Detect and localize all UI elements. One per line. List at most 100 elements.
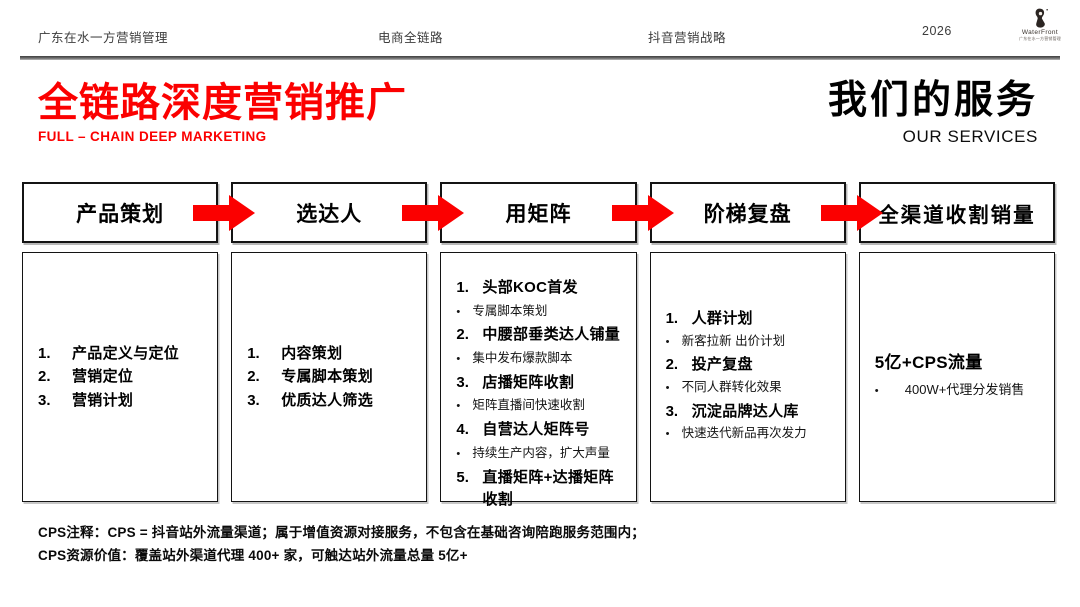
- flow-diagram: 产品策划 选达人 用矩阵 阶梯复盘 全渠道收割销量 1. 产品定义与定位 2. …: [22, 182, 1055, 508]
- list-item: 2. 营销定位: [38, 365, 209, 388]
- bullet-icon: •: [665, 381, 670, 394]
- item-title: 中腰部垂类达人铺量: [482, 326, 621, 344]
- stage-header-omni-harvest: 全渠道收割销量: [858, 182, 1055, 243]
- subitem-text: 专属脚本策划: [472, 303, 548, 318]
- list-subitem: • 持续生产内容，扩大声量: [456, 444, 627, 463]
- item-number: 1.: [665, 310, 679, 327]
- stage-header-label: 阶梯复盘: [703, 202, 792, 226]
- item-title: 营销定位: [72, 368, 134, 386]
- item-number: 3.: [456, 373, 469, 391]
- list-subitem: • 快速迭代新品再次发力: [666, 424, 837, 443]
- item-number: 2.: [38, 368, 51, 386]
- list-item: 2. 专属脚本策划: [247, 365, 418, 388]
- item-title: 店播矩阵收割: [482, 373, 575, 391]
- flow-arrow-icon: [821, 195, 883, 231]
- stage-body-pick-talents: 1. 内容策划 2. 专属脚本策划 3. 优质达人筛选: [231, 252, 428, 502]
- item-number: 2.: [247, 368, 260, 386]
- cps-footnotes: CPS注释：CPS = 抖音站外流量渠道；属于增值资源对接服务，不包含在基础咨询…: [38, 522, 645, 568]
- subitem-text: 持续生产内容，扩大声量: [472, 445, 610, 460]
- item-number: 4.: [456, 421, 469, 439]
- stage-body-ladder-review: 1. 人群计划 • 新客拉新 出价计划 2. 投产复盘 • 不同人群转化效果 3…: [649, 252, 846, 502]
- bullet-icon: •: [456, 400, 461, 413]
- bullet-icon: •: [456, 447, 461, 460]
- item-number: 2.: [456, 326, 469, 344]
- subitem-text: 集中发布爆款脚本: [472, 350, 573, 365]
- item-number: 5.: [456, 468, 469, 486]
- subitem-text: 新客拉新 出价计划: [681, 333, 786, 348]
- item-title: 内容策划: [281, 345, 343, 363]
- list-item: 1. 头部KOC首发: [456, 277, 627, 300]
- services-subtitle: OUR SERVICES: [902, 126, 1038, 146]
- item-number: 3.: [247, 391, 260, 409]
- bullet-icon: •: [874, 384, 879, 397]
- list-subitem: • 400W+代理分发销售: [875, 381, 1046, 400]
- item-number: 2.: [665, 356, 679, 374]
- list-item: 3. 营销计划: [38, 389, 209, 412]
- topbar: 广东在水一方营销管理 电商全链路 抖音营销战略 2026 WaterFront …: [0, 0, 1080, 57]
- list-item: 1. 产品定义与定位: [38, 342, 209, 365]
- bullet-icon: •: [665, 335, 670, 348]
- flow-arrow-icon: [193, 195, 255, 231]
- page-title: 全链路深度营销推广: [38, 81, 407, 125]
- item-title: 专属脚本策划: [281, 368, 373, 386]
- page-subtitle: FULL – CHAIN DEEP MARKETING: [38, 129, 267, 144]
- stage-header-ladder-review: 阶梯复盘: [649, 182, 846, 243]
- bullet-icon: •: [456, 352, 461, 365]
- item-title: 头部KOC首发: [482, 279, 578, 296]
- cps-note-line: CPS资源价值：覆盖站外渠道代理 400+ 家，可触达站外流量总量 5亿+: [38, 547, 468, 563]
- topbar-year: 2026: [922, 24, 952, 38]
- topbar-center-label: 电商全链路: [378, 31, 444, 45]
- stage-body-use-matrix: 1. 头部KOC首发 • 专属脚本策划 2. 中腰部垂类达人铺量 • 集中发布爆…: [440, 252, 637, 508]
- flow-arrow-icon: [612, 195, 674, 231]
- services-title-block: 我们的服务 OUR SERVICES: [828, 78, 1038, 147]
- logo-name: WaterFront: [1021, 29, 1059, 36]
- cps-note-line: CPS注释：CPS = 抖音站外流量渠道；属于增值资源对接服务，不包含在基础咨询…: [38, 525, 645, 540]
- stage-header-label: 产品策划: [76, 202, 165, 226]
- item-number: 1.: [456, 279, 469, 296]
- item-title: 优质达人筛选: [281, 391, 373, 409]
- item-title: 人群计划: [691, 310, 753, 327]
- stage-header-label: 全渠道收割销量: [878, 203, 1036, 227]
- subitem-text: 快速迭代新品再次发力: [681, 426, 807, 441]
- list-item: 3. 优质达人筛选: [247, 389, 418, 412]
- list-subitem: • 新客拉新 出价计划: [666, 332, 837, 351]
- item-number: 1.: [38, 345, 51, 363]
- list-item: 5亿+CPS流量: [875, 350, 1046, 376]
- stage-header-use-matrix: 用矩阵: [440, 182, 637, 243]
- item-number: 3.: [38, 391, 51, 409]
- list-subitem: • 专属脚本策划: [456, 302, 627, 321]
- item-title: 产品定义与定位: [72, 345, 180, 363]
- stage-header-label: 用矩阵: [505, 202, 572, 226]
- list-item: 5. 直播矩阵+达播矩阵收割: [456, 467, 627, 512]
- stage-header-pick-talents: 选达人: [231, 182, 428, 243]
- item-title: 5亿+CPS流量: [874, 353, 983, 373]
- list-item: 4. 自营达人矩阵号: [456, 419, 627, 442]
- list-item: 3. 店播矩阵收割: [456, 372, 627, 395]
- list-subitem: • 集中发布爆款脚本: [456, 349, 627, 368]
- list-item: 3. 沉淀品牌达人库: [666, 401, 837, 424]
- item-title: 自营达人矩阵号: [482, 421, 590, 439]
- subitem-text: 400W+代理分发销售: [904, 381, 1025, 397]
- header-divider: [20, 56, 1060, 60]
- topbar-left-label: 广东在水一方营销管理: [38, 31, 169, 45]
- list-item: 2. 中腰部垂类达人铺量: [456, 324, 627, 347]
- list-item: 1. 人群计划: [666, 308, 837, 331]
- bullet-icon: •: [456, 305, 461, 318]
- waterfront-logo-icon: [1035, 8, 1048, 28]
- stage-header-label: 选达人: [296, 202, 363, 226]
- services-title: 我们的服务: [827, 79, 1038, 122]
- subitem-text: 不同人群转化效果: [681, 379, 782, 394]
- item-title: 直播矩阵+达播矩阵收割: [482, 468, 614, 509]
- list-item: 1. 内容策划: [247, 342, 418, 365]
- bullet-icon: •: [665, 428, 670, 441]
- flow-arrow-icon: [402, 195, 464, 231]
- list-subitem: • 不同人群转化效果: [666, 378, 837, 397]
- company-logo: WaterFront 广东在水一方营销管理: [1016, 8, 1064, 42]
- list-subitem: • 矩阵直播间快速收割: [456, 396, 627, 415]
- topbar-right-label: 抖音营销战略: [648, 31, 727, 45]
- item-title: 营销计划: [72, 391, 134, 409]
- list-item: 2. 投产复盘: [666, 354, 837, 377]
- stage-body-omni-harvest: 5亿+CPS流量 • 400W+代理分发销售: [858, 252, 1055, 502]
- item-number: 1.: [247, 345, 260, 363]
- item-title: 沉淀品牌达人库: [691, 402, 799, 420]
